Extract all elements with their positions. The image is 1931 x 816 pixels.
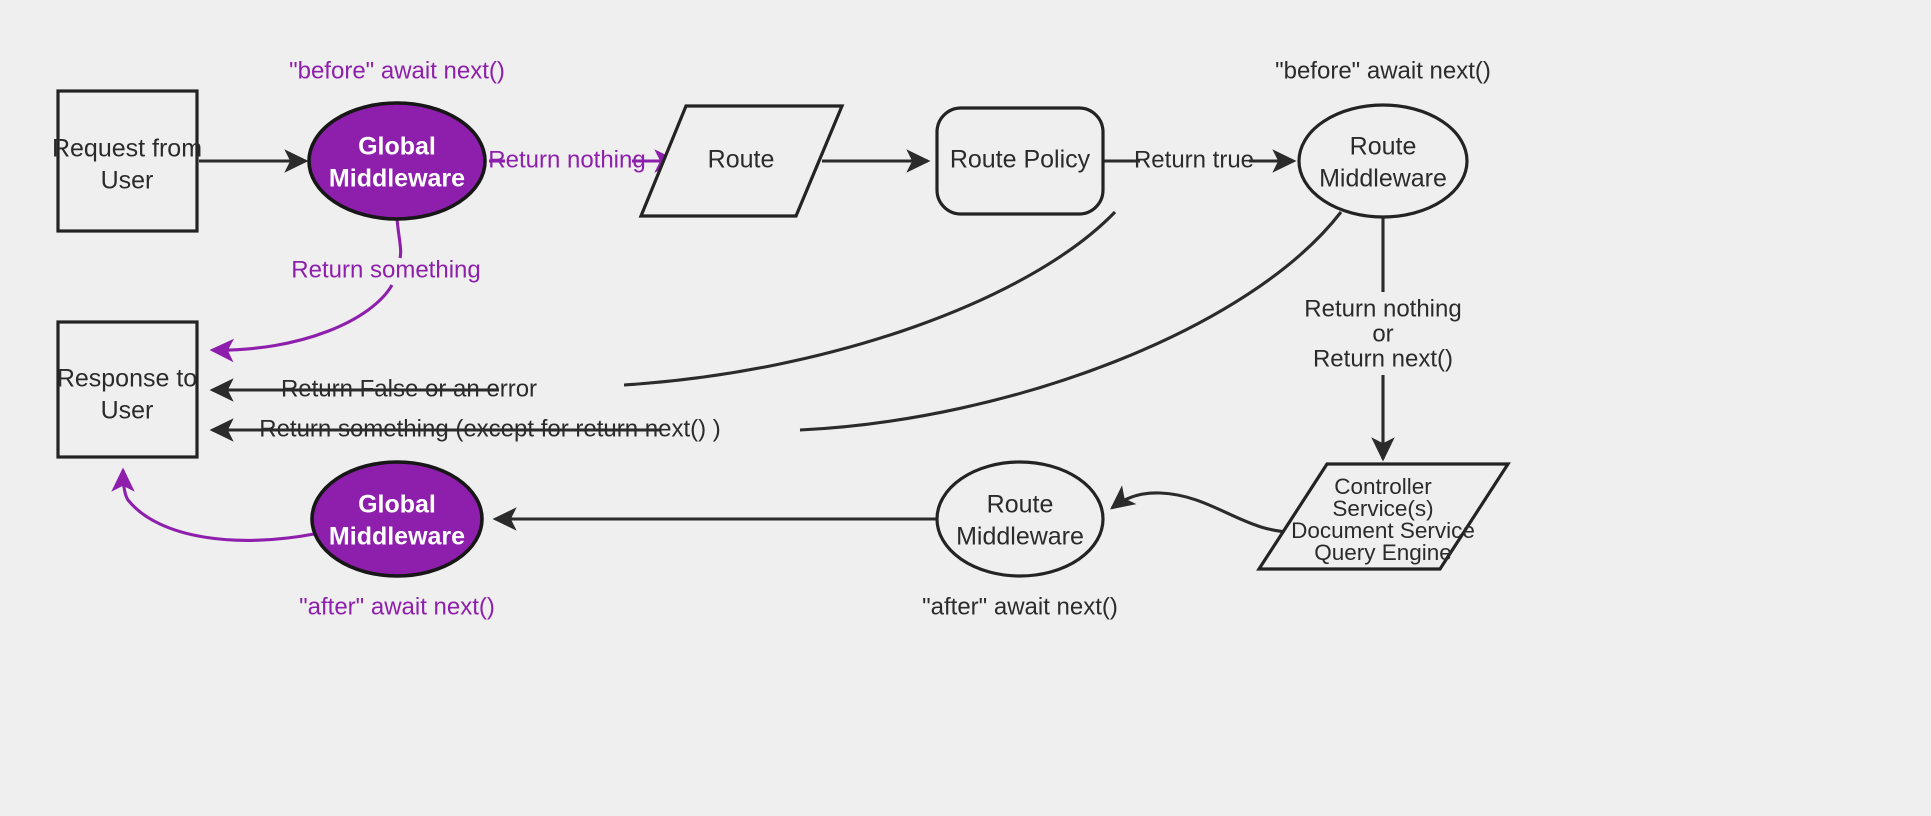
note-after-await-next-global: "after" await next() [299,593,495,620]
request-from-user-label-line2: User [101,167,154,195]
edge-controller-to-route-middleware-bottom [1110,485,1301,534]
route-middleware-bottom-label-line1: Route [987,491,1054,519]
note-after-await-next-route: "after" await next() [922,593,1118,620]
global-middleware-bottom-label-line1: Global [358,491,436,519]
route-policy-shape [935,106,1105,216]
node-route-middleware-top[interactable]: Route Middleware [1297,103,1469,219]
node-global-middleware-bottom[interactable]: Global Middleware [310,460,484,578]
note-before-await-next-global: "before" await next() [289,57,505,84]
edge-route-middleware-to-response [799,211,1343,432]
global-middleware-top-shape [307,101,487,221]
controller-services-label-line4: Query Engine [1314,540,1452,565]
controller-services-label-line2: Service(s) [1332,496,1433,521]
node-route[interactable]: Route [638,104,845,218]
edge-label-return-nothing-or-next-line2: or [1372,320,1393,347]
node-response-to-user[interactable]: Response to User [56,320,199,459]
edge-label-return-nothing-or-next-line1: Return nothing [1304,295,1461,322]
global-middleware-bottom-label-line2: Middleware [329,523,465,551]
request-from-user-shape [56,89,199,233]
edge-label-return-something-except-next: Return something (except for return next… [259,415,721,442]
edge-global-middleware-to-response-tail [209,284,394,363]
response-to-user-label-line1: Response to [57,365,197,393]
edge-label-return-nothing-or-next-line3: Return next() [1313,345,1453,372]
edge-label-return-true: Return true [1134,146,1254,173]
route-policy-label: Route Policy [950,146,1091,174]
node-global-middleware-top[interactable]: Global Middleware [307,101,487,221]
controller-services-shape [1256,462,1511,571]
route-middleware-top-shape [1297,103,1469,219]
edge-global-middleware-bottom-to-response [111,467,315,542]
route-label: Route [708,146,775,174]
node-controller-services[interactable]: Controller Service(s) Document Service Q… [1256,462,1511,571]
route-middleware-top-label-line1: Route [1350,133,1417,161]
response-to-user-shape [56,320,199,459]
route-middleware-bottom-label-line2: Middleware [956,523,1084,551]
note-before-await-next-route: "before" await next() [1275,57,1491,84]
route-middleware-bottom-shape [935,460,1105,578]
edge-label-return-nothing: Return nothing [488,146,645,173]
global-middleware-top-label-line2: Middleware [329,165,465,193]
edge-route-policy-to-response [623,210,1117,387]
controller-services-label-line3: Document Service [1291,518,1475,543]
response-to-user-label-line2: User [101,397,154,425]
global-middleware-bottom-shape [310,460,484,578]
node-route-policy[interactable]: Route Policy [935,106,1105,216]
node-request-from-user[interactable]: Request from User [52,89,202,233]
node-route-middleware-bottom[interactable]: Route Middleware [935,460,1105,578]
global-middleware-top-label-line1: Global [358,133,436,161]
route-middleware-top-label-line2: Middleware [1319,165,1447,193]
route-shape [638,104,845,218]
controller-services-label-line1: Controller [1334,474,1432,499]
edge-label-return-false-or-error: Return False or an error [281,375,537,402]
request-from-user-label-line1: Request from [52,135,202,163]
edge-label-return-something: Return something [291,256,480,283]
edge-global-middleware-to-response [395,218,403,259]
